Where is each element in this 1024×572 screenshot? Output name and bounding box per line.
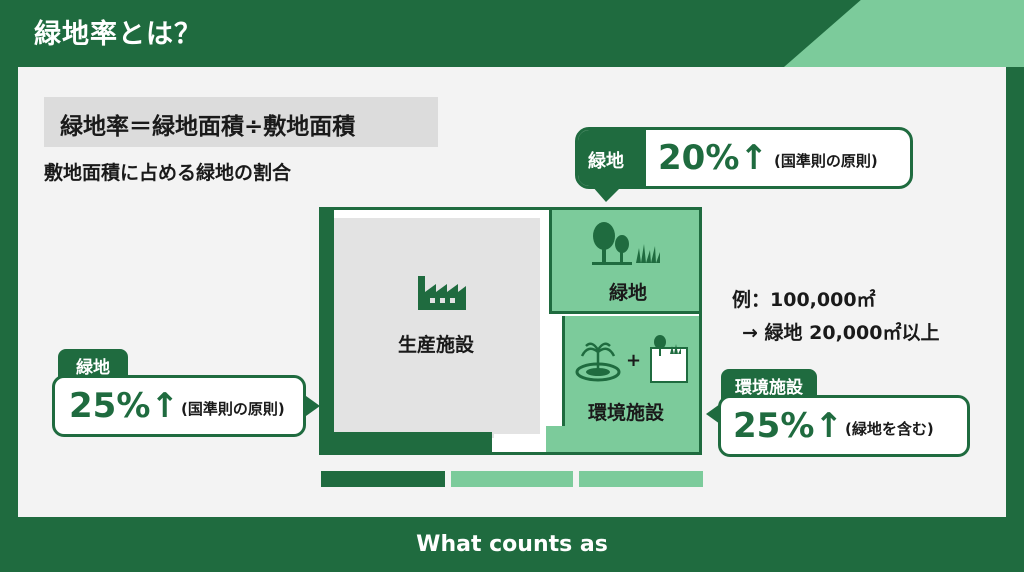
example-text: 例：100,000㎡ → 緑地 20,000㎡以上 <box>732 284 939 350</box>
right-arrow-icon <box>306 396 320 416</box>
formula-box: 緑地率＝緑地面積÷敷地面積 <box>44 97 438 147</box>
header-accent <box>784 0 1024 67</box>
green-label: 緑地 <box>609 282 648 304</box>
callout-env-note: (緑地を含む) <box>845 420 934 438</box>
environment-label: 環境施設 <box>588 402 665 424</box>
production-area <box>334 218 540 434</box>
callout-pointer <box>592 186 622 202</box>
footer-caption: What counts as <box>416 532 608 557</box>
bar-dark <box>321 471 445 487</box>
callout-green-top-tag: 緑地 <box>588 151 624 172</box>
site-diagram: 生産施設 緑地 + 環境施設 <box>319 207 702 455</box>
example-line-1: 例：100,000㎡ <box>732 289 876 311</box>
environment-area <box>562 316 699 452</box>
green-strip-bottom <box>322 432 492 452</box>
callout-green-top-note: (国準則の原則) <box>774 152 878 170</box>
callout-green-left-value: 25%↑ <box>69 386 179 426</box>
example-line-2: → 緑地 20,000㎡以上 <box>742 322 940 344</box>
bar-light-2 <box>579 471 703 487</box>
callout-green-top-value: 20%↑ <box>658 138 768 178</box>
left-arrow-icon <box>706 404 720 424</box>
plus-sign: + <box>626 350 642 371</box>
environment-area-corner <box>546 426 566 452</box>
page-title: 緑地率とは？ <box>34 19 202 50</box>
bar-light-1 <box>451 471 573 487</box>
factory-icon <box>418 276 466 310</box>
tree-icon <box>592 222 632 265</box>
header-bar: 緑地率とは？ <box>0 0 1024 67</box>
planter-icon <box>650 335 688 383</box>
grass-icon <box>636 244 660 263</box>
subtitle: 敷地面積に占める緑地の割合 <box>44 162 292 184</box>
callout-env-value: 25%↑ <box>733 406 843 446</box>
production-label: 生産施設 <box>398 334 475 356</box>
callout-green-left-note: (国準則の原則) <box>181 400 285 418</box>
green-strip-left <box>322 210 334 452</box>
fountain-icon <box>575 342 621 382</box>
